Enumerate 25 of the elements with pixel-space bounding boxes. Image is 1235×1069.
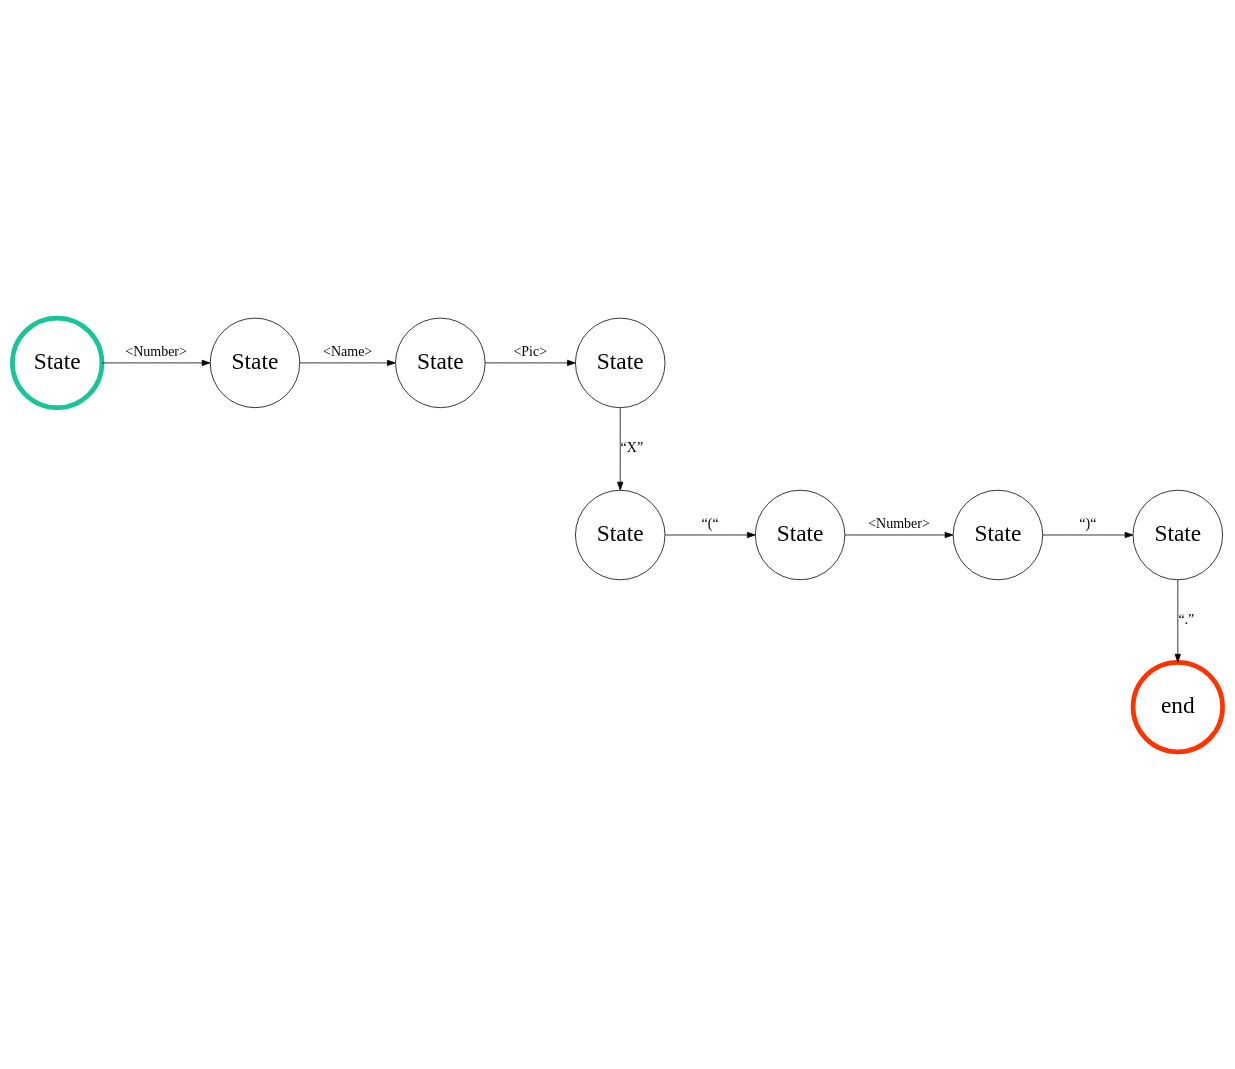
node-circle: State <box>575 317 666 408</box>
arrow <box>844 531 954 538</box>
edge-label: “X” <box>620 439 644 455</box>
edge-label: <Name> <box>323 343 373 359</box>
edge-label: “(“ <box>701 515 719 531</box>
arrow <box>617 406 624 490</box>
node-circle: State <box>209 317 301 408</box>
arrow <box>484 359 576 366</box>
edge-label: <Number> <box>868 515 930 531</box>
edge-label: <Number> <box>125 343 187 359</box>
arrow <box>101 359 211 366</box>
arrow <box>1042 531 1134 538</box>
node-circle: State <box>1132 489 1223 580</box>
arrow <box>299 359 396 366</box>
arrow <box>664 531 756 538</box>
arrow <box>1174 579 1181 662</box>
edge-label: “)“ <box>1079 515 1097 531</box>
node-circle: State <box>10 315 105 410</box>
node-circle: State <box>395 317 486 408</box>
node-circle: end <box>1130 659 1225 754</box>
edge-label: “.” <box>1178 611 1195 627</box>
node-circle: State <box>952 489 1044 580</box>
node-circle: State <box>754 489 846 580</box>
node-circle: State <box>575 489 666 580</box>
edge-label: <Pic> <box>513 343 548 359</box>
